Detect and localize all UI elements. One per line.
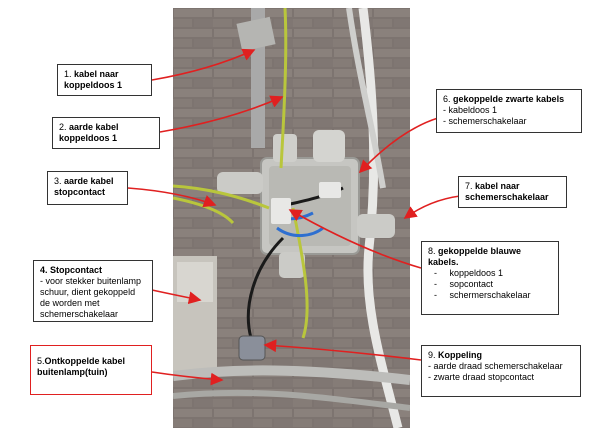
arrow-7 xyxy=(403,195,461,219)
callout-3-title-a: aarde kabel xyxy=(64,176,114,186)
box-gland-top-left xyxy=(273,134,297,162)
callout-5-title-b: buitenlamp(tuin) xyxy=(37,367,108,377)
black-wire-bottom xyxy=(246,236,285,339)
callout-8-title-a: gekoppelde blauwe xyxy=(438,246,522,256)
callout-3-title-b: stopcontact xyxy=(54,187,106,197)
callout-2-title-a: aarde kabel xyxy=(69,122,119,132)
callout-6-line: - schemerschakelaar xyxy=(443,116,527,126)
callout-1-title-a: kabel naar xyxy=(74,69,119,79)
callout-7: 7. kabel naar schemerschakelaar xyxy=(458,176,567,208)
earth-wire-top xyxy=(279,8,288,169)
callout-9-number: 9. xyxy=(428,350,436,360)
callout-4-line: - voor stekker buitenlamp xyxy=(40,276,142,286)
callout-4-line: schemerschakelaar xyxy=(40,309,119,319)
callout-7-title-a: kabel naar xyxy=(475,181,520,191)
arrow-2 xyxy=(159,95,284,133)
callout-4-line: de worden met xyxy=(40,298,100,308)
box-gland-top-right xyxy=(313,130,345,162)
callout-4-title: Stopcontact xyxy=(50,265,103,275)
white-cable-right xyxy=(358,8,403,428)
earth-wire-left-2 xyxy=(173,196,235,225)
callout-4: 4. Stopcontact - voor stekker buitenlamp… xyxy=(33,260,153,322)
cable-bottom-2 xyxy=(173,389,410,411)
conduit-clip xyxy=(236,16,276,52)
callout-7-title-b: schemerschakelaar xyxy=(465,192,549,202)
callout-6-title: gekoppelde zwarte kabels xyxy=(453,94,565,104)
arrow-6 xyxy=(358,117,439,174)
arrow-1 xyxy=(151,48,256,81)
callout-3-number: 3. xyxy=(54,176,62,186)
callout-5: 5.Ontkoppelde kabel buitenlamp(tuin) xyxy=(30,345,152,395)
earth-wire-left xyxy=(173,184,270,210)
arrow-3 xyxy=(127,187,217,208)
callout-8: 8. gekoppelde blauwe kabels. - koppeldoo… xyxy=(421,241,559,315)
callout-4-number: 4. xyxy=(40,265,48,275)
callout-8-number: 8. xyxy=(428,246,436,256)
callout-2-title-b: koppeldoos 1 xyxy=(59,133,118,143)
callout-3: 3. aarde kabel stopcontact xyxy=(47,171,128,205)
callout-8-line: sopcontact xyxy=(449,279,494,289)
wago-connector xyxy=(271,198,291,224)
callout-6-line: - kabeldoos 1 xyxy=(443,105,498,115)
callout-2: 2. aarde kabel koppeldoos 1 xyxy=(52,117,160,149)
callout-1-number: 1. xyxy=(64,69,72,79)
callout-4-line: schuur, dient gekoppeld xyxy=(40,287,136,297)
callout-8-title-b: kabels. xyxy=(428,257,459,267)
wago-connector-2 xyxy=(319,182,341,198)
callout-2-number: 2. xyxy=(59,122,67,132)
callout-5-title-a: Ontkoppelde kabel xyxy=(44,356,126,366)
callout-9-title: Koppeling xyxy=(438,350,483,360)
cable-bottom xyxy=(173,365,410,385)
callout-1: 1. kabel naar koppeldoos 1 xyxy=(57,64,152,96)
blue-wire-2 xyxy=(276,226,324,237)
arrow-5 xyxy=(151,371,224,386)
callout-7-number: 7. xyxy=(465,181,473,191)
box-gland-right xyxy=(357,214,395,238)
callout-9-line: - zwarte draad stopcontact xyxy=(428,372,535,382)
callout-8-line: koppeldoos 1 xyxy=(449,268,504,278)
earth-wire-bottom xyxy=(291,207,309,339)
arrow-4 xyxy=(151,289,202,305)
callout-5-number: 5. xyxy=(37,356,45,366)
callout-1-title-b: koppeldoos 1 xyxy=(64,80,123,90)
box-gland-bottom xyxy=(279,252,305,278)
arrow-9 xyxy=(263,339,422,361)
callout-9-line: - aarde draad schemerschakelaar xyxy=(428,361,563,371)
callout-6-number: 6. xyxy=(443,94,451,104)
callout-9: 9. Koppeling - aarde draad schemerschake… xyxy=(421,345,581,397)
callout-8-line: schermerschakelaar xyxy=(449,290,531,300)
box-gland-left xyxy=(217,172,263,194)
arrow-8 xyxy=(288,209,422,269)
callout-6: 6. gekoppelde zwarte kabels - kabeldoos … xyxy=(436,89,582,133)
white-cable-top-right xyxy=(346,8,386,189)
